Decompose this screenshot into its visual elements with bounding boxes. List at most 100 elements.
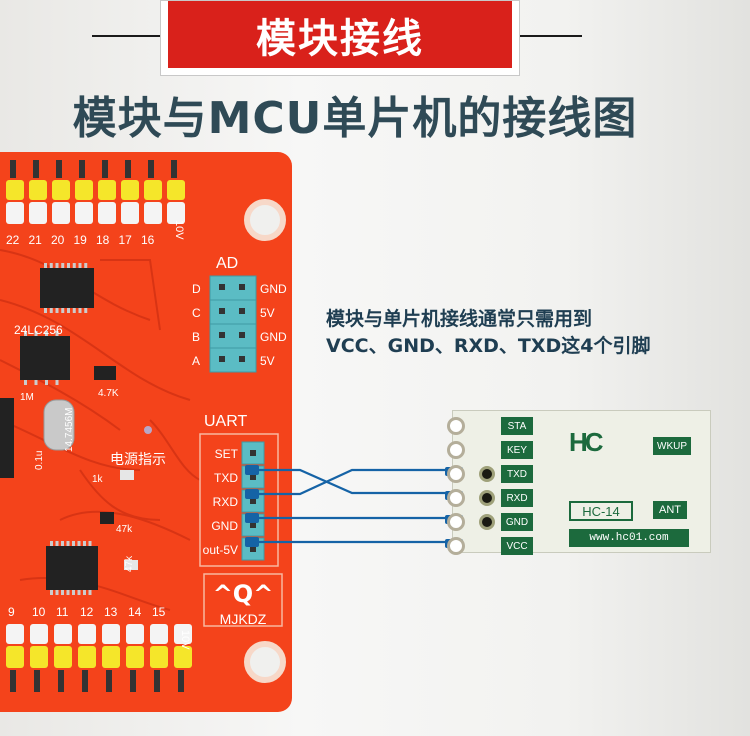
bottom-header-pin xyxy=(82,670,88,692)
bottom-header-white xyxy=(150,624,168,644)
chip-u3 xyxy=(46,546,98,590)
chip-u1-pin xyxy=(55,263,59,268)
component-label: 4.7K xyxy=(98,388,119,399)
module-logo: HC xyxy=(569,427,604,457)
top-pin-number: 22 xyxy=(6,233,20,247)
chip-u3-pin xyxy=(61,541,64,546)
module-label-sta: STA xyxy=(501,417,533,435)
chip-u3-pin xyxy=(77,590,81,595)
module-hole-gnd xyxy=(447,513,465,531)
ad-header-row xyxy=(209,299,257,325)
top-header-pin xyxy=(171,160,177,178)
wiring-note-line-1: 模块与单片机接线通常只需用到 xyxy=(326,308,593,330)
chip-eeprom xyxy=(20,336,70,380)
top-pin-number: 20 xyxy=(51,233,65,247)
pcb-trace xyxy=(0,419,141,471)
bottom-right-label: 10V xyxy=(179,630,191,650)
ad-pin xyxy=(239,284,245,290)
chip-eeprom-pin xyxy=(45,380,48,385)
top-pin-number: 21 xyxy=(29,233,43,247)
resistor-network xyxy=(94,366,116,380)
bottom-pin-number: 12 xyxy=(80,605,94,619)
crystal xyxy=(43,399,75,451)
chip-u3-pin xyxy=(83,541,86,546)
module-pad-txd xyxy=(479,466,495,482)
module-label-txd: TXD xyxy=(501,465,533,483)
chip-u1-pin xyxy=(78,308,82,313)
bottom-header-yellow xyxy=(54,646,72,668)
module-pad-gnd xyxy=(479,514,495,530)
module-hole-sta xyxy=(447,417,465,435)
chip-u3-pin xyxy=(88,541,92,546)
top-header-white xyxy=(121,202,139,224)
top-header-pin xyxy=(33,160,39,178)
bottom-pin-number: 11 xyxy=(56,605,69,619)
bottom-header-white xyxy=(126,624,144,644)
module-wkup-label: WKUP xyxy=(653,437,691,455)
bottom-header-yellow xyxy=(6,646,24,668)
top-header-white xyxy=(6,202,24,224)
top-header-yellow xyxy=(144,180,162,200)
top-pin-number: 17 xyxy=(119,233,133,247)
top-header-pin xyxy=(10,160,16,178)
bottom-header-white xyxy=(54,624,72,644)
ad-right-label: GND xyxy=(260,282,287,296)
ad-header-row xyxy=(209,323,257,349)
pcb-trace xyxy=(149,419,201,481)
top-pin-number: 18 xyxy=(96,233,110,247)
top-header-yellow xyxy=(52,180,70,200)
chip-u3-pin xyxy=(72,541,75,546)
chip-eeprom-pin xyxy=(45,331,48,336)
chip-u1-pin xyxy=(44,308,47,313)
chip-u1-pin xyxy=(61,308,65,313)
wiring-note: 模块与单片机接线通常只需用到 VCC、GND、RXD、TXD这4个引脚 xyxy=(326,306,651,360)
top-header-pin xyxy=(79,160,85,178)
chip-eeprom-pin xyxy=(55,331,59,336)
module-label-key: KEY xyxy=(501,441,533,459)
uart-pin-label: SET xyxy=(215,447,239,461)
ad-pin xyxy=(239,332,245,338)
top-header-yellow xyxy=(167,180,185,200)
chip-eeprom-pin xyxy=(34,331,38,336)
chip-u3-pin xyxy=(88,590,92,595)
module-hole-vcc xyxy=(447,537,465,555)
ad-left-label: B xyxy=(192,330,200,344)
top-header-pin xyxy=(148,160,154,178)
chip-u3-pin xyxy=(55,590,59,595)
uart-pin xyxy=(250,450,256,456)
bottom-header-yellow xyxy=(126,646,144,668)
ad-pin xyxy=(219,356,225,362)
bottom-header-pin xyxy=(106,670,112,692)
top-pin-number: 19 xyxy=(74,233,88,247)
ad-right-label: GND xyxy=(260,330,287,344)
smd-capacitor xyxy=(124,560,138,570)
chip-u3-pin xyxy=(50,541,53,546)
chip-u1-pin xyxy=(84,263,88,268)
ad-right-label: 5V xyxy=(260,354,275,368)
top-header-yellow xyxy=(29,180,47,200)
uart-pin xyxy=(250,522,256,528)
logo-frame xyxy=(203,573,283,627)
component-label: 1M xyxy=(20,392,34,403)
ad-left-label: A xyxy=(192,354,200,368)
bottom-header-white xyxy=(174,624,192,644)
mounting-hole-bottom xyxy=(244,641,286,683)
top-header-white xyxy=(75,202,93,224)
uart-pin-label: RXD xyxy=(213,495,239,509)
chip-u1-pin xyxy=(67,308,70,313)
component-label: 14.7456M xyxy=(64,408,75,452)
bottom-pin-number: 14 xyxy=(128,605,142,619)
chip-u3-pin xyxy=(61,590,64,595)
chip-u1-pin xyxy=(49,308,53,313)
title-banner: 模块接线 xyxy=(160,0,520,76)
chip-eeprom-pin xyxy=(34,380,38,385)
chip-u1-pin xyxy=(61,263,65,268)
bottom-header-yellow xyxy=(150,646,168,668)
bottom-pin-number: 9 xyxy=(8,605,15,619)
top-header-white xyxy=(167,202,185,224)
bottom-header-yellow xyxy=(30,646,48,668)
ad-header-row xyxy=(209,347,257,373)
ad-right-label: 5V xyxy=(260,306,275,320)
bottom-header-pin xyxy=(130,670,136,692)
chip-eeprom-pin xyxy=(55,380,59,385)
